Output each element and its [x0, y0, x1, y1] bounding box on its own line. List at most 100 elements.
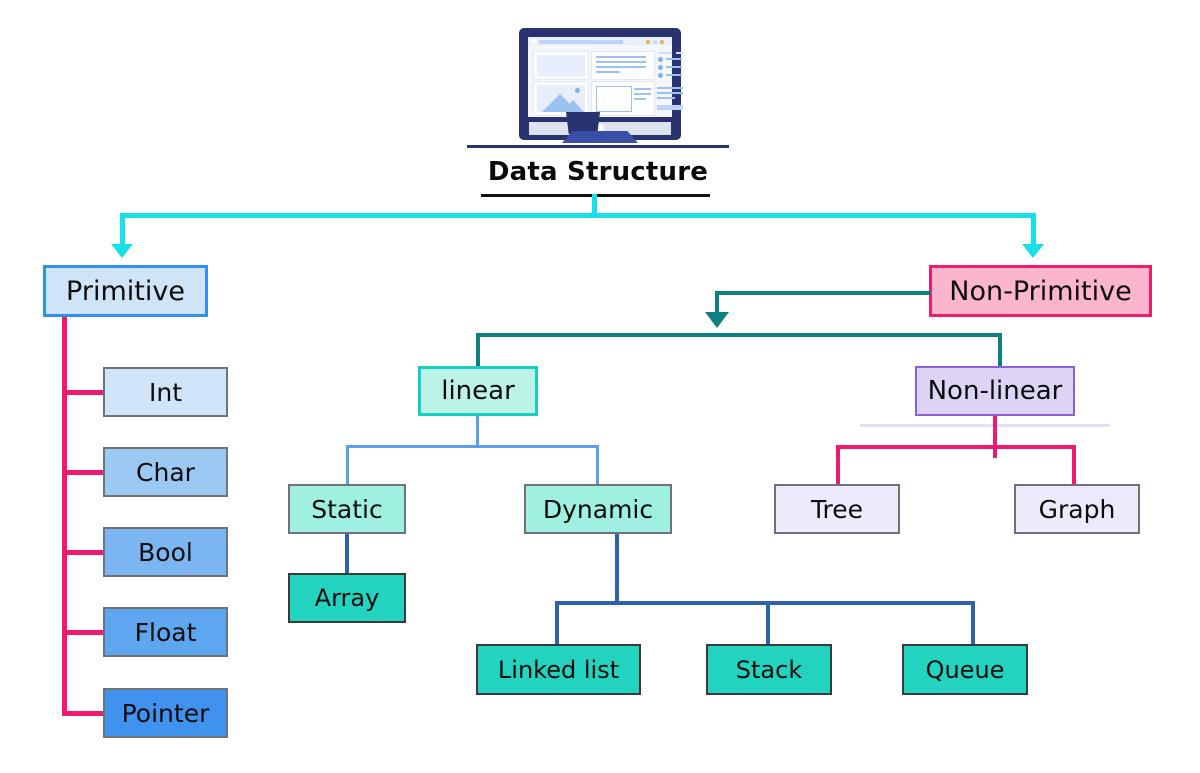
monitor-foot	[562, 131, 638, 143]
edge-linear-to-static	[346, 445, 349, 486]
node-stack[interactable]: Stack	[706, 644, 832, 695]
edge-nonlinear-to-graph	[1072, 445, 1076, 486]
text-line	[657, 92, 683, 94]
list-bullet	[658, 57, 663, 62]
node-char[interactable]: Char	[103, 447, 228, 497]
edge-primitive-to-int	[62, 390, 107, 395]
node-label: Static	[311, 494, 383, 524]
edge-dynamic-bus	[555, 601, 975, 605]
edge-static-to-array	[345, 534, 349, 574]
screen-panel-left-bottom	[533, 81, 589, 116]
text-line	[634, 88, 651, 90]
text-line	[596, 56, 646, 58]
text-line	[596, 71, 620, 73]
screen-content	[532, 49, 683, 116]
edge-primitive-spine	[62, 316, 67, 716]
node-dynamic[interactable]: Dynamic	[524, 484, 672, 534]
edge-root-right-drop	[1031, 213, 1036, 245]
node-label: Queue	[925, 655, 1005, 684]
edge-dynamic-to-queue	[971, 601, 975, 645]
image-x-placeholder	[596, 86, 632, 112]
edge-dynamic-to-linkedlist	[555, 601, 559, 645]
node-linear[interactable]: linear	[418, 366, 538, 416]
node-label: Tree	[810, 494, 864, 524]
button-placeholder	[657, 105, 683, 110]
edge-primitive-to-bool	[62, 550, 107, 555]
edge-linear-to-dynamic	[596, 445, 599, 486]
text-line	[634, 98, 646, 100]
node-int[interactable]: Int	[103, 367, 228, 417]
edge-dynamic-stem	[615, 534, 619, 604]
node-label: Stack	[735, 655, 803, 684]
text-line	[657, 87, 683, 89]
titlebar-square	[531, 39, 536, 44]
titlebar-dot-3	[660, 39, 664, 44]
titlebar-dot-2	[653, 39, 657, 44]
edge-nonlinear-stem	[993, 416, 997, 458]
node-label: linear	[441, 376, 515, 406]
text-line	[666, 74, 682, 76]
node-label: Int	[148, 377, 183, 407]
arrow-to-primitive-icon	[111, 244, 133, 258]
node-tree[interactable]: Tree	[774, 484, 900, 534]
edge-nonprimitive-left	[715, 291, 931, 295]
edge-primitive-to-char	[62, 470, 107, 475]
page-title: Data Structure	[487, 157, 709, 187]
node-non-linear[interactable]: Non-linear	[915, 366, 1075, 416]
edge-root-bus	[120, 213, 1036, 218]
desk-line	[467, 145, 729, 148]
node-linked-list[interactable]: Linked list	[476, 644, 641, 695]
edge-bus-to-nonlinear	[998, 333, 1002, 366]
node-label: Linked list	[497, 655, 620, 684]
edge-nonprimitive-bus	[476, 333, 1002, 337]
monitor-neck	[566, 112, 600, 134]
edge-nonlinear-bus	[836, 445, 1076, 449]
node-static[interactable]: Static	[288, 484, 406, 534]
node-label: Pointer	[121, 698, 210, 728]
edge-dynamic-to-stack	[766, 601, 770, 645]
monitor-power-knob	[596, 124, 604, 132]
node-label: Dynamic	[542, 494, 654, 524]
node-graph[interactable]: Graph	[1014, 484, 1140, 534]
edge-primitive-to-pointer	[62, 711, 107, 716]
monitor-screen	[528, 37, 683, 117]
node-label: Array	[314, 584, 380, 612]
node-label: Non-Primitive	[949, 275, 1132, 307]
node-non-primitive[interactable]: Non-Primitive	[929, 265, 1152, 317]
screen-panel-right-lower	[657, 85, 685, 113]
node-queue[interactable]: Queue	[902, 644, 1028, 695]
text-line	[596, 66, 646, 68]
edge-nonlinear-to-tree	[836, 445, 840, 486]
screen-panel-left-top	[533, 51, 589, 80]
list-bullet	[658, 73, 663, 78]
text-line	[676, 52, 683, 54]
edge-root-stem	[592, 194, 597, 216]
titlebar-bar	[539, 39, 623, 44]
text-line	[658, 52, 672, 54]
screen-panel-mid-top	[591, 51, 655, 80]
text-line	[634, 93, 651, 95]
placeholder-block	[537, 55, 585, 76]
arrow-nonprimitive-down-icon	[705, 312, 729, 328]
node-primitive[interactable]: Primitive	[43, 265, 208, 317]
text-line	[657, 97, 675, 99]
edge-linear-stem	[476, 416, 479, 446]
text-line	[596, 61, 646, 63]
edge-nonprimitive-drop	[715, 291, 719, 316]
node-bool[interactable]: Bool	[103, 527, 228, 577]
node-label: Bool	[138, 537, 193, 567]
desktop-monitor-icon	[519, 28, 683, 140]
edge-linear-bus	[346, 445, 599, 448]
node-label: Float	[134, 617, 197, 647]
screen-panel-right	[657, 51, 685, 78]
edge-bus-to-linear	[476, 333, 480, 366]
node-label: Non-linear	[927, 376, 1063, 406]
node-float[interactable]: Float	[103, 607, 228, 657]
sun-dot-icon	[575, 88, 580, 93]
node-pointer[interactable]: Pointer	[103, 688, 228, 738]
mountain-icon-small	[562, 100, 584, 112]
edge-nonlinear-lavender-bus	[860, 424, 1110, 427]
node-array[interactable]: Array	[288, 573, 406, 623]
titlebar-dot-1	[646, 39, 650, 44]
